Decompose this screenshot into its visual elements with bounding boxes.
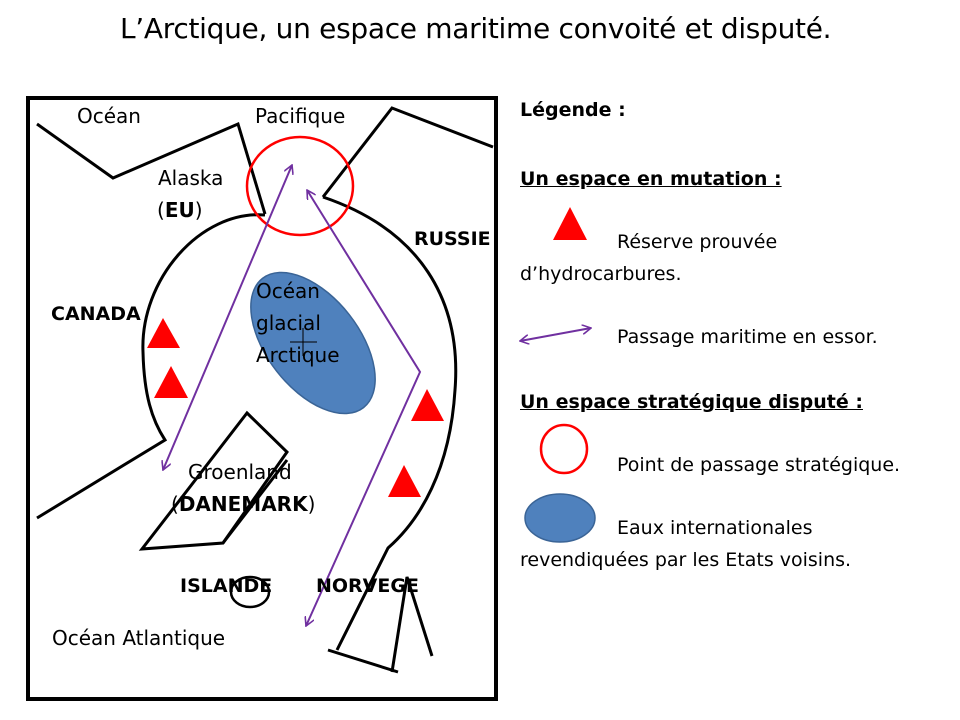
label-groenland: Groenland [188, 460, 292, 484]
label-ocean-pacific-1: Océan [77, 104, 141, 128]
legend-point: Point de passage stratégique. [617, 454, 901, 476]
slide-title: L’Arctique, un espace maritime convoité … [120, 12, 832, 45]
label-russie: RUSSIE [414, 228, 491, 250]
norway-fjords [327, 648, 399, 674]
label-ocean-pacific-2: Pacifique [255, 104, 346, 128]
label-arctic-2: glacial [256, 311, 321, 335]
northwest-passage-arrow [163, 165, 292, 470]
eu-text: EU [164, 198, 195, 222]
paren: ( [171, 492, 179, 516]
label-danemark: (DANEMARK) [171, 492, 315, 516]
norway-fjords-2 [390, 576, 434, 673]
legend-passage: Passage maritime en essor. [617, 326, 878, 348]
russia-norway-coast [322, 195, 458, 651]
hydrocarbon-triangle-canada-2 [154, 366, 188, 398]
label-arctic-1: Océan [256, 279, 320, 303]
legend-eaux-1: Eaux internationales [617, 517, 813, 539]
legend-triangle-icon [553, 207, 587, 240]
legend-arrow-icon [520, 328, 591, 341]
label-canada: CANADA [51, 303, 141, 325]
northeast-passage-arrow [306, 190, 422, 626]
legend-reserve-1: Réserve prouvée [617, 231, 778, 253]
hydrocarbon-triangle-canada-1 [147, 318, 180, 348]
map-frame [26, 96, 498, 701]
label-arctic-3: Arctique [256, 343, 340, 367]
strategic-passage-circle [245, 135, 355, 237]
legend-heading: Légende : [520, 99, 626, 121]
label-eu: (EU) [157, 198, 203, 222]
greenland-inner-line [221, 459, 289, 544]
paren: ) [194, 198, 203, 222]
legend-eaux-2: revendiquées par les Etats voisins. [520, 549, 852, 571]
paren: ) [307, 492, 316, 516]
legend-reserve-2: d’hydrocarbures. [520, 263, 682, 285]
legend-section-mutation: Un espace en mutation : [520, 168, 782, 190]
paren: ( [157, 198, 165, 222]
label-norvege: NORVEGE [316, 575, 419, 597]
label-alaska: Alaska [158, 166, 224, 190]
legend-circle-icon [539, 423, 589, 475]
legend-section-strategic: Un espace stratégique disputé : [520, 391, 863, 413]
label-atlantique: Océan Atlantique [52, 626, 226, 650]
hydrocarbon-triangle-russia-2 [388, 465, 421, 497]
russia-coast [321, 106, 494, 198]
iceland-shape [229, 575, 271, 609]
legend-ellipse-icon [524, 493, 596, 543]
label-islande: ISLANDE [180, 575, 273, 597]
hydrocarbon-triangle-russia-1 [411, 389, 444, 421]
alaska-coast [36, 121, 267, 215]
danemark-text: DANEMARK [178, 492, 308, 516]
